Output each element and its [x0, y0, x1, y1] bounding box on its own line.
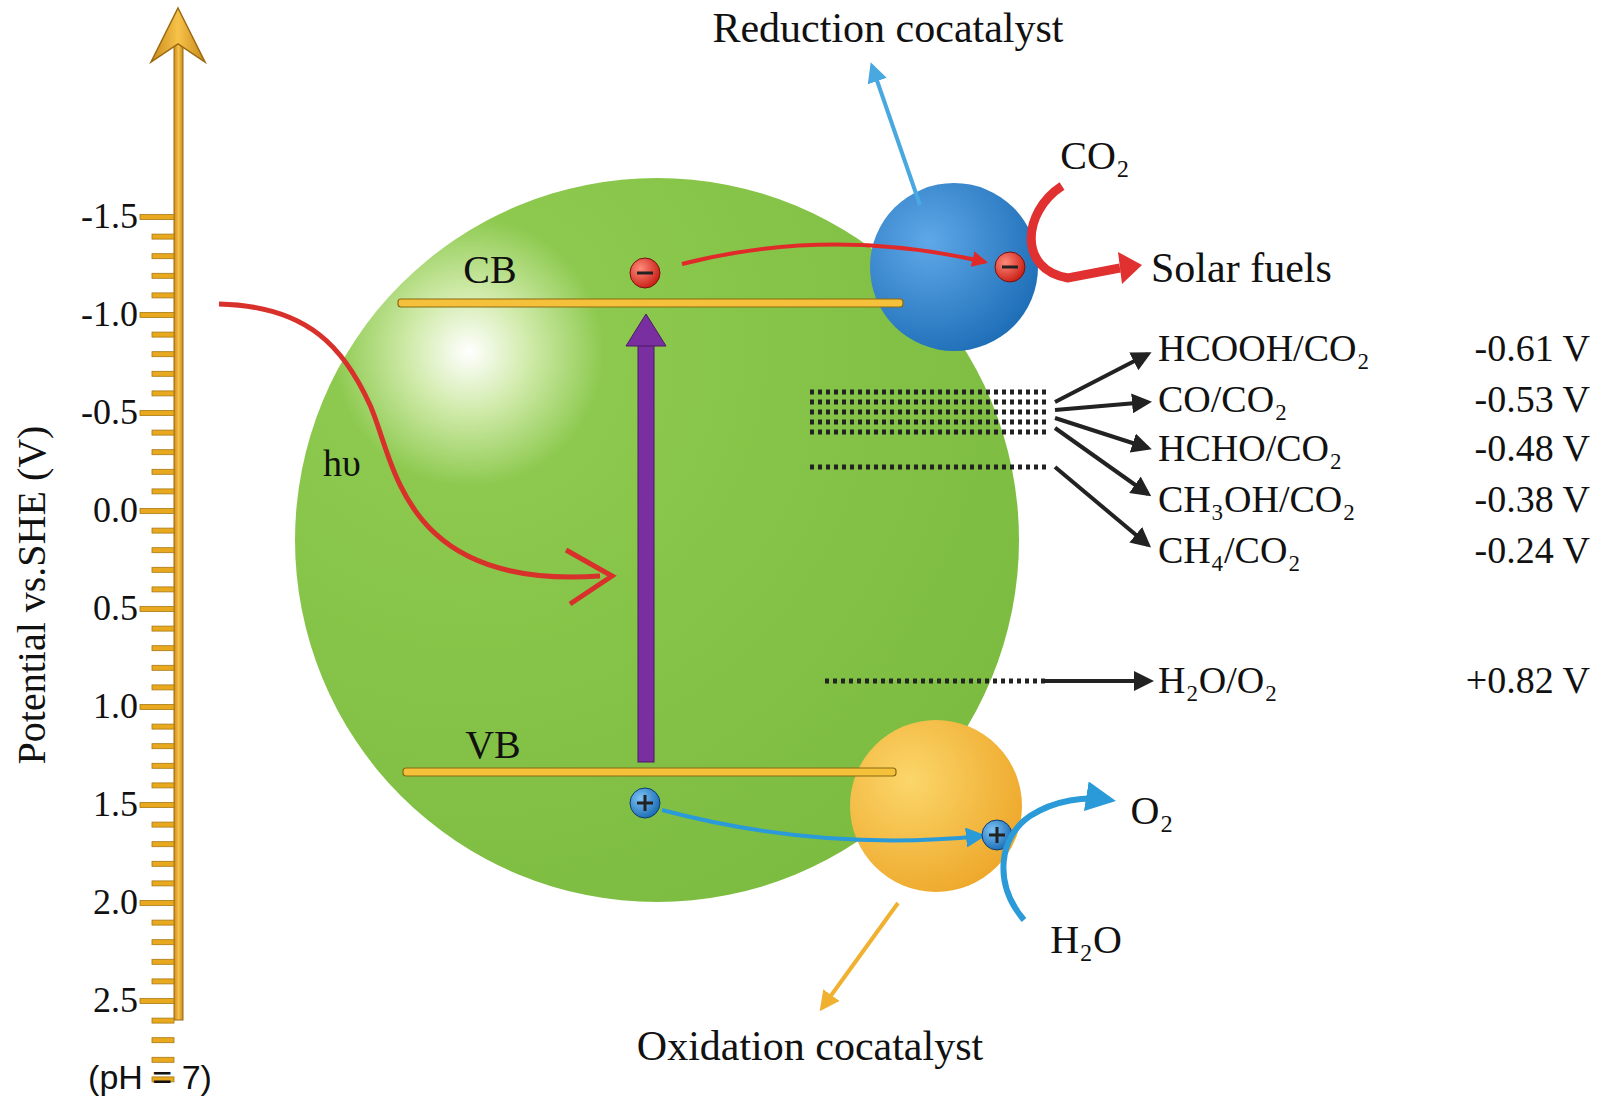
tick-label: 1.5 — [93, 785, 138, 825]
axis-title: Potential vs.SHE (V) — [10, 426, 54, 765]
redox-potential: -0.24 V — [1475, 530, 1590, 572]
cocatalyst-name: Oxidation cocatalyst — [637, 1023, 983, 1069]
band-label: CB — [463, 248, 516, 292]
redox-potential: -0.61 V — [1475, 328, 1590, 370]
tick-label: -0.5 — [81, 393, 138, 433]
tick-label: 2.0 — [93, 883, 138, 923]
tick-label: 2.5 — [93, 981, 138, 1021]
reactant-label: H₂O — [1050, 918, 1122, 962]
cocatalyst-name: Reduction cocatalyst — [712, 5, 1063, 51]
redox-couple: CO/CO₂ — [1158, 379, 1287, 421]
redox-potential: -0.53 V — [1475, 379, 1590, 421]
redox-potential: -0.38 V — [1475, 479, 1590, 521]
tick-label: 0.5 — [93, 589, 138, 629]
band-label: VB — [465, 723, 521, 767]
redox-potential: +0.82 V — [1466, 660, 1590, 702]
redox-couple: HCHO/CO₂ — [1158, 428, 1342, 470]
reactant-label: CO₂ — [1060, 134, 1130, 178]
tick-label: 1.0 — [93, 687, 138, 727]
redox-couple: H₂O/O₂ — [1158, 660, 1277, 702]
axis-note: (pH = 7) — [88, 1059, 212, 1096]
product-label: Solar fuels — [1151, 245, 1332, 291]
tick-label: 0.0 — [93, 491, 138, 531]
redox-couple: CH₃OH/CO₂ — [1158, 479, 1356, 521]
redox-couple: CH₄/CO₂ — [1158, 530, 1301, 572]
photon-label: hυ — [323, 443, 361, 485]
product-label: O₂ — [1131, 789, 1174, 833]
tick-label: -1.0 — [81, 295, 138, 335]
redox-couple: HCOOH/CO₂ — [1158, 328, 1370, 370]
redox-potential: -0.48 V — [1475, 428, 1590, 470]
tick-label: -1.5 — [81, 197, 138, 237]
